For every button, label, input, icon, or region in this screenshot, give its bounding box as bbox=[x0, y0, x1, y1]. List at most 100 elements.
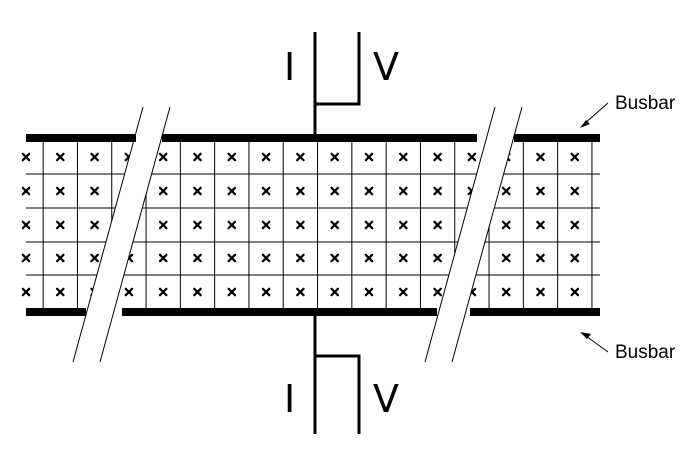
cell-marker bbox=[536, 287, 545, 297]
cell-marker bbox=[399, 186, 408, 196]
cell-marker bbox=[261, 186, 271, 196]
cell-marker bbox=[536, 186, 545, 196]
cell-marker bbox=[193, 287, 202, 297]
break-line-right-b bbox=[451, 106, 523, 363]
cell-marker bbox=[433, 220, 442, 230]
cell-marker bbox=[227, 220, 237, 230]
cell-marker bbox=[56, 152, 65, 162]
cell-marker bbox=[570, 152, 580, 162]
cell-marker bbox=[330, 186, 339, 196]
cell-marker bbox=[296, 186, 305, 196]
cell-marker bbox=[399, 152, 408, 162]
bottom-current-label: I bbox=[284, 377, 295, 421]
cell-marker bbox=[56, 186, 65, 196]
cell-marker bbox=[56, 287, 65, 297]
break-gap-right bbox=[425, 107, 522, 362]
break-line-right-a bbox=[424, 106, 496, 363]
break-line-left-b bbox=[99, 106, 171, 363]
cell-marker bbox=[296, 287, 305, 297]
cell-marker bbox=[21, 287, 31, 297]
cell-marker bbox=[467, 152, 477, 162]
cell-marker bbox=[193, 152, 202, 162]
cell-marker bbox=[56, 220, 65, 230]
cell-marker bbox=[501, 287, 511, 297]
top-voltage-lead bbox=[315, 32, 361, 106]
cell-marker bbox=[158, 220, 168, 230]
cell-marker bbox=[536, 220, 545, 230]
cell-marker bbox=[158, 287, 168, 297]
cell-marker bbox=[536, 253, 545, 263]
cell-marker bbox=[296, 220, 305, 230]
cell-marker bbox=[330, 152, 339, 162]
cell-marker bbox=[364, 152, 374, 162]
cell-marker bbox=[261, 253, 271, 263]
cell-marker bbox=[433, 287, 442, 297]
cell-marker bbox=[330, 287, 339, 297]
cell-marker bbox=[296, 253, 305, 263]
cell-marker bbox=[364, 253, 374, 263]
cell-marker bbox=[158, 186, 168, 196]
cell-marker bbox=[433, 152, 442, 162]
bottom-busbar-label: Busbar bbox=[615, 342, 676, 363]
cell-marker bbox=[433, 253, 442, 263]
cell-marker bbox=[193, 186, 202, 196]
cell-marker bbox=[296, 152, 305, 162]
cell-marker bbox=[501, 186, 511, 196]
cell-marker bbox=[261, 152, 271, 162]
cell-marker bbox=[570, 253, 580, 263]
bottom-busbar-mid bbox=[122, 308, 437, 316]
cell-marker bbox=[193, 220, 202, 230]
top-voltage-label: V bbox=[373, 45, 399, 89]
cell-marker bbox=[227, 287, 237, 297]
cell-marker bbox=[90, 186, 99, 196]
cell-marker bbox=[364, 186, 374, 196]
cell-marker bbox=[501, 253, 511, 263]
cell-markers bbox=[21, 152, 580, 297]
cell-marker bbox=[90, 253, 99, 263]
top-busbar-label: Busbar bbox=[615, 93, 676, 114]
cell-marker bbox=[90, 152, 99, 162]
cell-marker bbox=[21, 186, 31, 196]
cell-marker bbox=[261, 287, 271, 297]
cell-marker bbox=[158, 152, 168, 162]
cell-marker bbox=[261, 220, 271, 230]
top-current-label: I bbox=[284, 45, 295, 89]
cell-marker bbox=[364, 287, 374, 297]
cell-marker bbox=[21, 152, 31, 162]
bottom-busbar-arrow bbox=[580, 332, 609, 353]
cell-marker bbox=[330, 253, 339, 263]
cell-marker bbox=[90, 220, 99, 230]
cell-marker bbox=[536, 152, 545, 162]
cell-marker bbox=[227, 253, 237, 263]
cell-marker bbox=[227, 186, 237, 196]
bottom-voltage-lead bbox=[315, 354, 361, 434]
break-line-left-a bbox=[72, 106, 144, 363]
break-gap-left bbox=[73, 107, 170, 362]
cell-marker bbox=[570, 287, 580, 297]
cell-marker bbox=[364, 220, 374, 230]
cell-marker bbox=[570, 220, 580, 230]
cell-marker bbox=[570, 186, 580, 196]
cell-marker bbox=[399, 253, 408, 263]
bottom-voltage-label: V bbox=[373, 377, 399, 421]
cell-marker bbox=[158, 253, 168, 263]
cell-marker bbox=[124, 287, 134, 297]
top-busbar-right bbox=[514, 134, 600, 142]
cell-marker bbox=[193, 253, 202, 263]
cell-marker bbox=[433, 186, 442, 196]
cell-marker bbox=[501, 220, 511, 230]
cell-marker bbox=[227, 152, 237, 162]
top-busbar-left bbox=[26, 134, 136, 142]
cell-marker bbox=[399, 220, 408, 230]
cell-marker bbox=[21, 220, 31, 230]
top-busbar-mid bbox=[162, 134, 477, 142]
bottom-busbar-right bbox=[470, 308, 600, 316]
bottom-busbar-left bbox=[26, 308, 86, 316]
cell-marker bbox=[330, 220, 339, 230]
cell-marker bbox=[399, 287, 408, 297]
cell-marker bbox=[21, 253, 31, 263]
top-busbar-arrow bbox=[580, 102, 609, 128]
cell-marker bbox=[56, 253, 65, 263]
